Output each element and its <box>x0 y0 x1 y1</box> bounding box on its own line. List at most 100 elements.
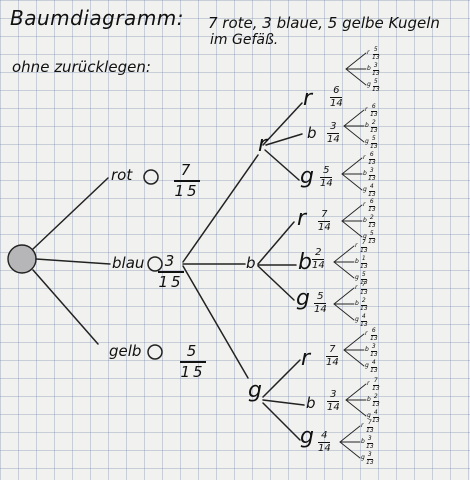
leaf-label-2-1-b: b <box>367 396 371 403</box>
leaf-label-0-0-r: r <box>367 49 370 56</box>
leaf-label-1-0-g: g <box>363 233 367 240</box>
branch-blau-r <box>182 154 259 263</box>
r-child-g-den: 14 <box>320 178 333 189</box>
leaf-den: 13 <box>372 400 380 408</box>
branch-g-b <box>262 399 305 406</box>
branch-b-r <box>257 221 295 265</box>
r-child-g-label: g <box>300 164 314 189</box>
level1-label-blau: blau <box>112 254 145 272</box>
leaf-branch-2-0-g <box>343 349 365 367</box>
leaf-den: 13 <box>370 142 378 150</box>
r-child-b-num: 3 <box>330 121 337 132</box>
leaf-label-0-1-b: b <box>365 122 369 129</box>
leaf-num: 7 <box>367 419 372 426</box>
level1-label-gelb: gelb <box>109 342 142 360</box>
branch-g-r <box>262 359 301 398</box>
leaf-label-1-2-r: r <box>355 284 358 291</box>
leaf-num: 3 <box>367 435 372 442</box>
leaf-label-0-1-g: g <box>365 138 369 145</box>
r-child-r-label: r <box>303 86 313 111</box>
leaf-num: 3 <box>371 343 376 350</box>
g-child-r-den: 14 <box>326 357 339 368</box>
diagram-subtitle-3: ohne zurücklegen: <box>12 58 151 76</box>
leaf-num: 7 <box>361 281 366 288</box>
b-child-r-label: r <box>297 206 307 231</box>
r-child-g-num: 5 <box>323 165 330 176</box>
leaf-den: 13 <box>368 237 376 245</box>
g-child-b-label: b <box>306 394 316 412</box>
leaf-branch-2-1-g <box>345 399 367 417</box>
leaf-label-1-1-g: g <box>355 274 359 281</box>
level2-label-g: g <box>248 378 262 403</box>
leaf-label-2-1-g: g <box>367 412 371 419</box>
branch-root-gelb <box>32 269 99 345</box>
r-child-r-den: 14 <box>330 98 343 109</box>
leaf-label-2-2-g: g <box>361 454 365 461</box>
leaf-branch-1-2-r <box>333 287 355 305</box>
level1-num-rot: 7 <box>180 161 194 179</box>
leaf-label-0-2-r: r <box>363 154 366 161</box>
leaf-den: 13 <box>372 416 380 424</box>
branch-g-g <box>262 402 301 441</box>
diagram-subtitle: 7 rote, 3 blaue, 5 gelbe Kugeln <box>208 14 440 32</box>
leaf-den: 13 <box>372 85 380 93</box>
leaf-den: 13 <box>370 334 378 342</box>
level1-den-blau: 15 <box>158 272 184 291</box>
leaf-den: 13 <box>360 278 368 286</box>
leaf-den: 13 <box>368 174 376 182</box>
branch-r-b <box>265 133 303 146</box>
diagram-subtitle-2: im Gefäß. <box>210 32 279 48</box>
leaf-num: 3 <box>369 167 374 174</box>
leaf-num: 6 <box>369 198 374 205</box>
leaf-den: 13 <box>372 69 380 77</box>
leaf-den: 13 <box>366 426 374 434</box>
b-child-r-num: 7 <box>321 209 328 220</box>
leaf-num: 5 <box>369 230 374 237</box>
leaf-label-0-1-r: r <box>365 106 368 113</box>
leaf-num: 4 <box>361 313 366 320</box>
leaf-label-2-0-r: r <box>365 330 368 337</box>
leaf-num: 3 <box>373 62 378 69</box>
r-child-b-den: 14 <box>327 134 340 145</box>
leaf-num: 7 <box>373 377 378 384</box>
leaf-branch-0-2-r <box>341 157 363 175</box>
node-blau <box>147 256 163 272</box>
leaf-den: 13 <box>360 304 368 312</box>
g-child-g-num: 4 <box>321 430 328 441</box>
leaf-branch-2-2-r <box>339 425 361 443</box>
page-title: Baumdiagramm: <box>10 6 185 30</box>
leaf-branch-1-1-r <box>333 245 355 263</box>
leaf-label-1-2-b: b <box>355 300 359 307</box>
node-rot <box>143 169 159 185</box>
leaf-label-0-0-b: b <box>367 65 371 72</box>
leaf-den: 13 <box>370 110 378 118</box>
leaf-label-0-2-g: g <box>363 186 367 193</box>
leaf-den: 13 <box>372 53 380 61</box>
g-child-g-label: g <box>300 424 314 449</box>
leaf-den: 13 <box>372 384 380 392</box>
level1-num-gelb: 5 <box>186 342 200 360</box>
branch-r-g <box>264 149 300 181</box>
node-gelb <box>147 344 163 360</box>
r-child-b-label: b <box>307 124 317 142</box>
level1-num-blau: 3 <box>164 252 178 270</box>
leaf-num: 5 <box>371 135 376 142</box>
